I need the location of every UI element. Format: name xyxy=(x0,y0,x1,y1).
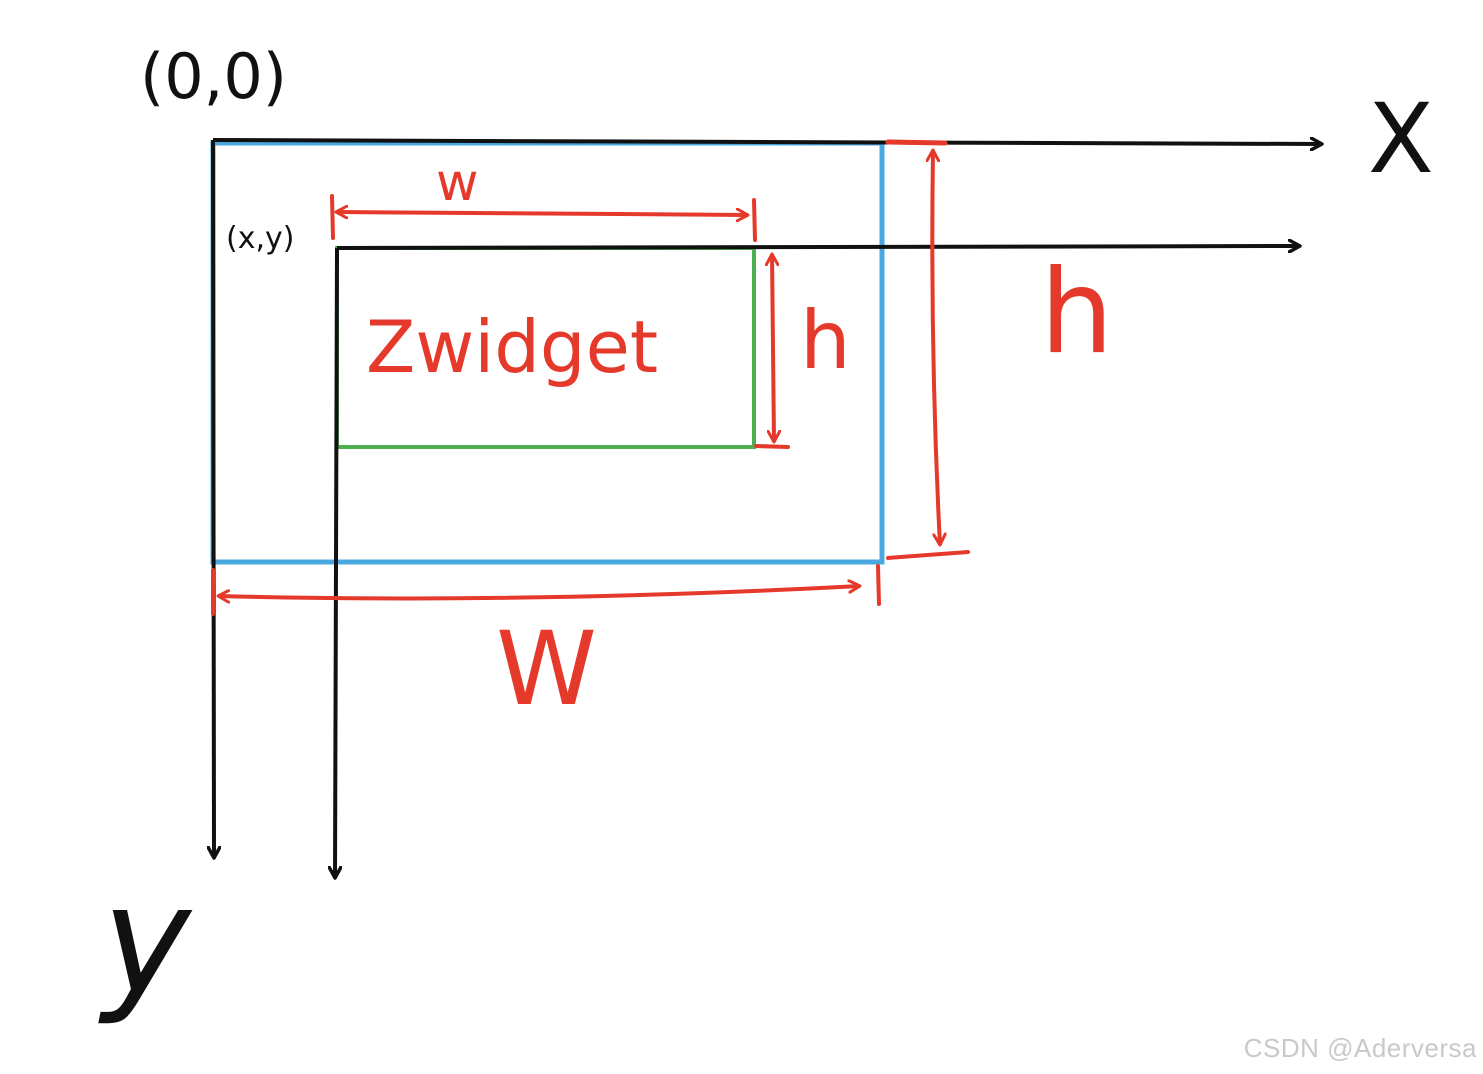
y-axis-line xyxy=(213,139,214,858)
widget-x-axis-line xyxy=(336,246,1300,248)
widget-position-label: (x,y) xyxy=(226,221,294,256)
widget-height-tick-bottom xyxy=(754,444,790,449)
watermark: CSDN @Aderversa xyxy=(1243,1033,1477,1063)
widget-width-arrow xyxy=(336,212,748,215)
x-axis-label: X xyxy=(1368,83,1434,195)
parent-width-arrow xyxy=(218,586,860,598)
widget-width-tick-left xyxy=(330,194,335,240)
origin-label: (0,0) xyxy=(140,40,287,113)
widget-width-tick-right xyxy=(752,198,757,242)
parent-height-tick-top xyxy=(885,139,948,146)
widget-name-label: Zwidget xyxy=(366,305,658,389)
x-axis-line xyxy=(212,140,1322,144)
parent-width-label: W xyxy=(496,610,597,729)
parent-height-label: h xyxy=(1040,245,1114,380)
widget-y-axis-line xyxy=(335,247,337,878)
y-axis-label: y xyxy=(98,854,193,1028)
widget-height-arrow xyxy=(772,254,774,442)
parent-width-tick-right xyxy=(876,564,881,606)
parent-height-tick-bottom xyxy=(886,550,970,560)
widget-width-label: w xyxy=(436,153,479,213)
widget-height-label: h xyxy=(800,294,851,387)
parent-height-arrow xyxy=(932,150,940,545)
